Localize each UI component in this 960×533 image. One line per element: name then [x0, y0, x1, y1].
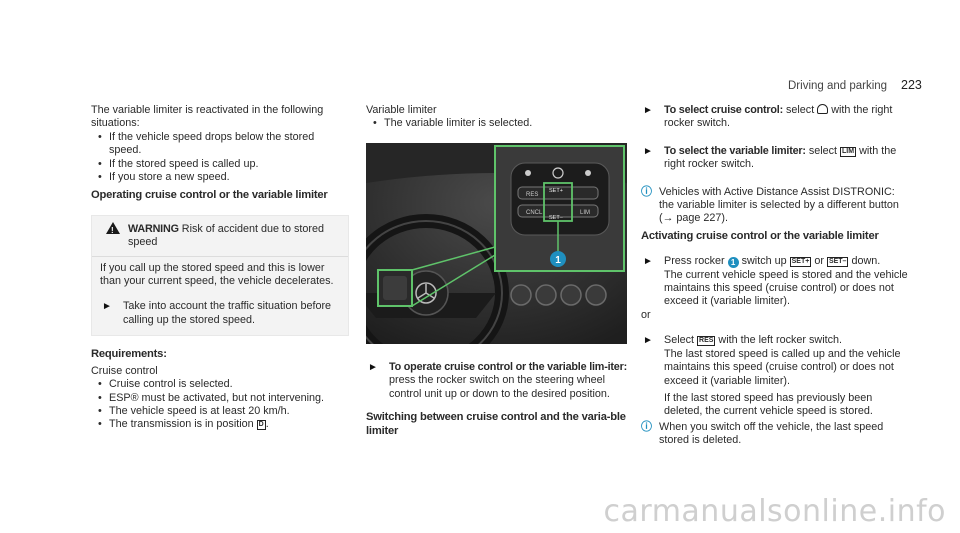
step-bold: To operate cruise control or the variabl…: [389, 361, 627, 373]
list-item: If the vehicle speed drops below the sto…: [91, 131, 349, 158]
set-plus-key-icon: SET+: [789, 257, 812, 268]
list-item: The transmission is in position D.: [91, 418, 349, 432]
list-item: The vehicle speed is at least 20 km/h.: [91, 405, 349, 419]
warning-title: WARNING: [128, 222, 179, 235]
list-item: Cruise control is selected.: [91, 378, 349, 392]
gear-d-key-icon: D: [256, 420, 266, 431]
step-text: select: [786, 104, 815, 116]
svg-text:RES: RES: [526, 192, 538, 198]
instruction-step: ► To operate cruise control or the varia…: [366, 361, 628, 401]
warning-action: ► Take into account the traffic situatio…: [100, 300, 340, 327]
warning-icon: [106, 221, 120, 237]
list-item-text: The transmission is in position: [109, 418, 257, 431]
info-text: Vehicles with Active Distance Assist DIS…: [659, 185, 899, 225]
variable-limiter-label: Variable limiter: [366, 104, 437, 116]
info-text: When you switch off the vehicle, the las…: [659, 420, 884, 447]
step-text: down.: [851, 255, 881, 268]
intro-text: The variable limiter is reactivated in t…: [91, 104, 324, 130]
lim-key-icon: LIM: [840, 146, 857, 157]
step-bold: To select cruise control:: [664, 104, 783, 116]
info-note: ⓘ Vehicles with Active Distance Assist D…: [641, 186, 909, 226]
warning-text: If you call up the stored speed and this…: [100, 261, 334, 288]
step-text: press the rocker switch on the steering …: [389, 374, 610, 400]
section-title: Driving and parking: [788, 80, 888, 92]
arrow-icon: ►: [643, 145, 653, 157]
instruction-step: ► Select RES with the left rocker switch…: [641, 334, 909, 347]
list-item: The variable limiter is selected.: [366, 117, 626, 131]
arrow-icon: ►: [643, 256, 653, 268]
arrow-icon: ►: [102, 301, 112, 313]
warning-body: If you call up the stored speed and this…: [92, 257, 348, 336]
svg-text:SET+: SET+: [549, 188, 563, 194]
requirements-heading: Requirements:: [91, 348, 167, 361]
svg-text:CNCL: CNCL: [526, 210, 543, 216]
svg-text:SET−: SET−: [549, 215, 563, 221]
steering-wheel-illustration: RES CNCL SET+ SET− LIM 1: [366, 143, 627, 344]
figure-callout-1: 1: [555, 255, 561, 266]
arrow-icon: ►: [643, 335, 653, 347]
arrow-icon: ►: [368, 362, 378, 373]
step-text: with the left rocker switch.: [718, 334, 843, 347]
column-1: The variable limiter is reactivated in t…: [91, 104, 349, 432]
instruction-step: ► To select the variable limiter: select…: [641, 145, 909, 172]
callout-1-icon: 1: [727, 257, 739, 269]
svg-text:LIM: LIM: [580, 210, 590, 216]
watermark: carmanualsonline.info: [603, 494, 946, 529]
step-bold: To select the variable limiter:: [664, 144, 806, 157]
step-text: or: [814, 255, 824, 268]
requirements-subheading: Cruise control: [91, 364, 158, 377]
instruction-step: ► To select cruise control: select with …: [641, 104, 909, 131]
warning-header: WARNING Risk of accident due to stored s…: [92, 216, 348, 256]
warning-box: WARNING Risk of accident due to stored s…: [91, 214, 349, 337]
column-2-lower: ► To operate cruise control or the varia…: [366, 361, 628, 438]
step-text: switch up: [741, 255, 787, 268]
warning-title-text: Risk of accident due to stored speed: [128, 222, 325, 249]
info-icon: ⓘ: [641, 185, 652, 198]
list-item: ESP® must be activated, but not interven…: [91, 392, 349, 406]
step-text: with the right rocker switch.: [664, 104, 893, 130]
step-body: If the last stored speed has previously …: [664, 391, 873, 418]
arrow-icon: ►: [643, 105, 653, 116]
step-body: The last stored speed is called up and t…: [664, 347, 901, 387]
step-text: Press rocker: [664, 255, 725, 268]
section-heading: Switching between cruise control and the…: [366, 411, 626, 437]
res-key-icon: RES: [697, 336, 716, 347]
speedometer-icon: [817, 104, 829, 114]
column-2: Variable limiter The variable limiter is…: [366, 104, 626, 131]
section-heading: Operating cruise control or the variable…: [91, 189, 328, 202]
warning-divider: [92, 255, 348, 257]
list-item: If you store a new speed.: [91, 171, 349, 185]
step-text: with the right rocker switch.: [664, 144, 897, 171]
step-body: The current vehicle speed is stored and …: [664, 268, 908, 308]
steering-wheel-figure: RES CNCL SET+ SET− LIM 1: [366, 143, 627, 344]
warning-action-text: Take into account the traffic situation …: [123, 300, 332, 326]
step-text: select: [808, 144, 838, 157]
info-note: ⓘ When you switch off the vehicle, the l…: [641, 421, 909, 448]
step-text: Select: [664, 334, 695, 347]
info-icon: ⓘ: [641, 420, 652, 433]
column-3: ► To select cruise control: select with …: [641, 104, 909, 448]
instruction-step: ► Press rocker 1 switch up SET+ or SET– …: [641, 255, 909, 269]
set-minus-key-icon: SET–: [826, 257, 849, 268]
list-item: If the stored speed is called up.: [91, 158, 349, 172]
or-text: or: [641, 308, 651, 321]
section-heading: Activating cruise control or the variabl…: [641, 229, 879, 242]
page-number: 223: [901, 78, 922, 92]
